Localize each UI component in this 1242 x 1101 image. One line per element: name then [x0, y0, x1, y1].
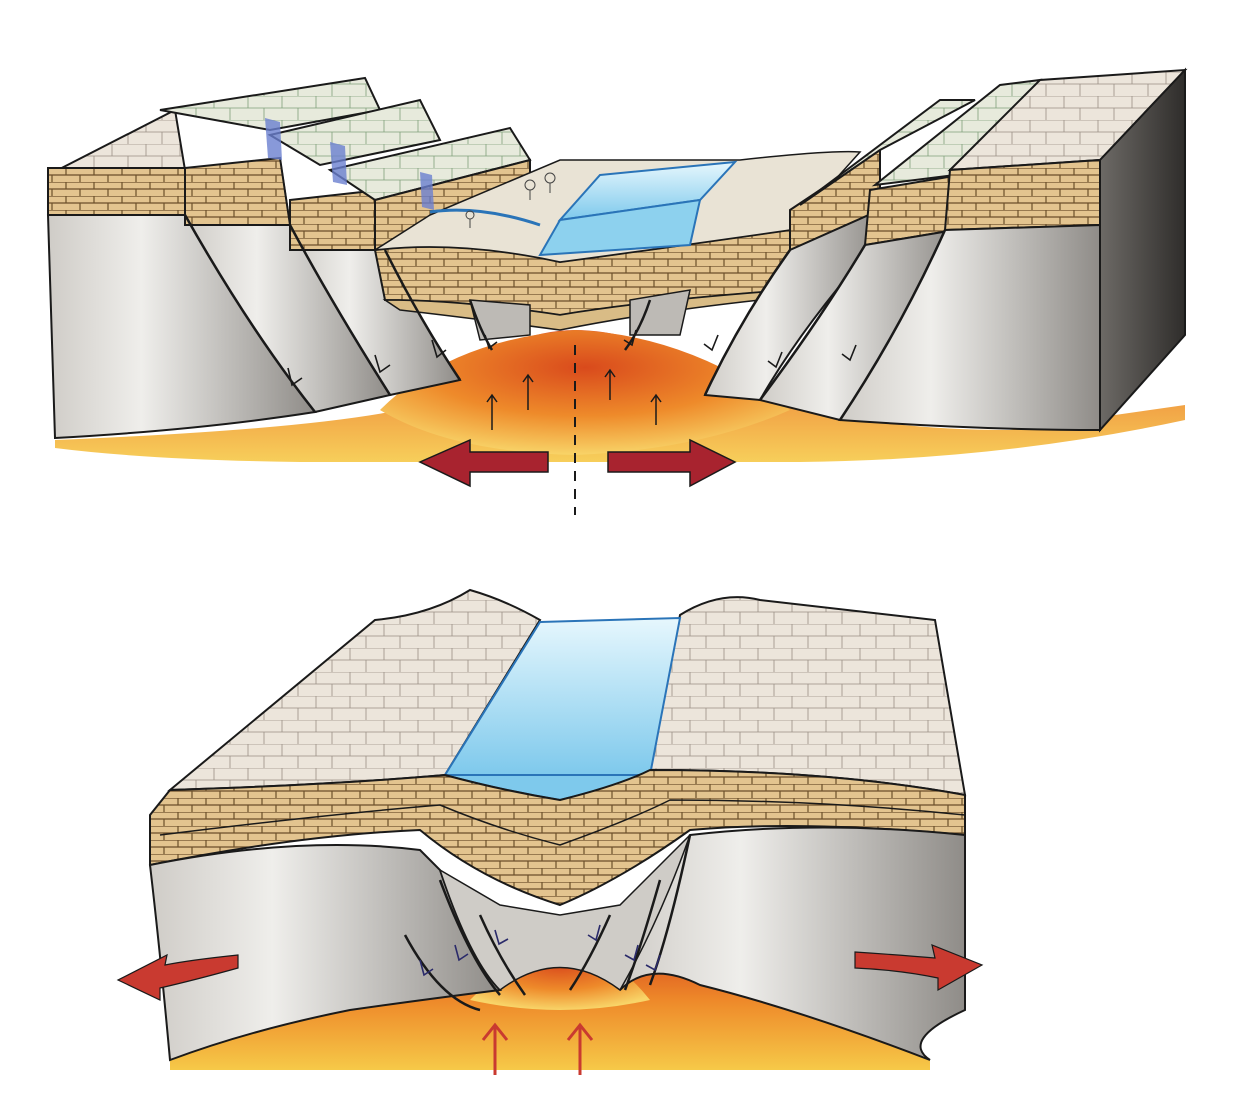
waterfall-3	[420, 172, 434, 210]
bottom-block-diagram	[116, 588, 984, 1075]
right-outer-fault-block	[838, 67, 1188, 433]
tree-icon	[465, 172, 556, 228]
upwelling-arrow-icon	[486, 368, 662, 430]
tension-arrow-icon	[854, 944, 984, 992]
tension-arrow-icon	[116, 953, 239, 1001]
top-block-diagram	[46, 67, 1188, 515]
fault-slip-icon	[419, 924, 661, 977]
fault-slip-icon	[287, 329, 857, 387]
right-plateau-surface	[648, 596, 967, 797]
tension-arrow-icon	[418, 438, 549, 488]
waterfall-2	[330, 142, 347, 185]
upwelling-arrow-icon	[481, 1022, 594, 1075]
left-outer-fault-block	[46, 108, 317, 440]
mantle-dome-top	[380, 330, 790, 455]
limestone-layer-line	[159, 799, 966, 846]
stream-top	[429, 208, 541, 227]
fault-lines-top	[183, 214, 947, 421]
left-bedrock-block	[148, 844, 503, 1062]
tension-arrow-icon	[607, 438, 737, 488]
right-step-block-2	[758, 78, 1043, 422]
waterfall-1	[265, 118, 282, 160]
river-top	[538, 160, 738, 257]
fault-lines-bottom	[403, 834, 692, 1012]
left-step-block-2	[267, 98, 462, 397]
graben-block-bottom	[438, 834, 691, 992]
